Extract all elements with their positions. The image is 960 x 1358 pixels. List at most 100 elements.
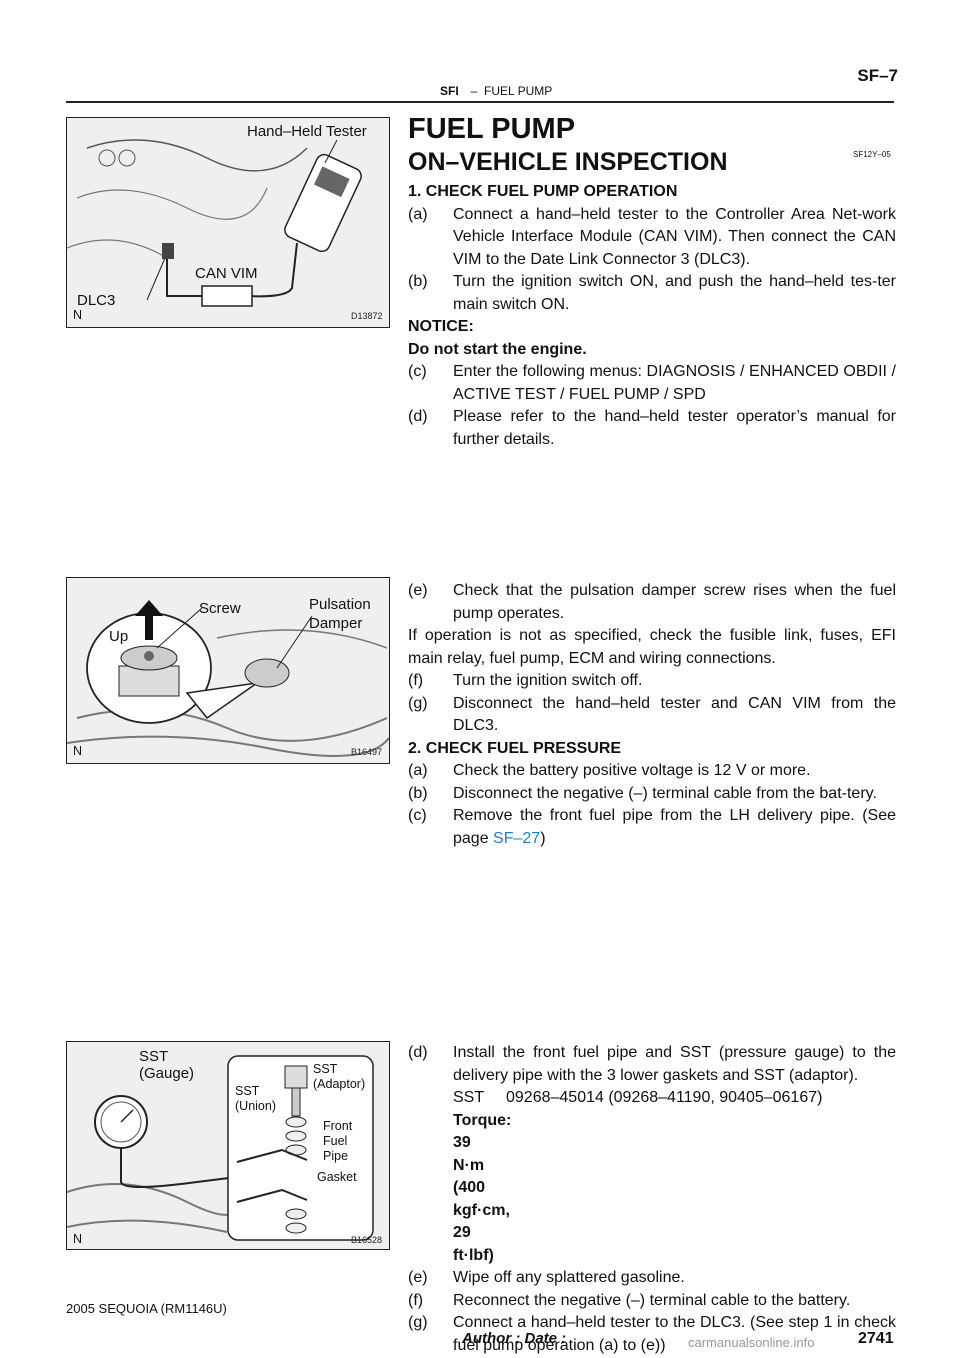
page-id: SF–7 <box>857 66 898 85</box>
item-number: (g) <box>408 694 428 712</box>
page-number: 2741 <box>858 1330 894 1347</box>
step-item: (g) Disconnect the hand–held tester and C… <box>408 693 896 738</box>
figure-pulsation-damper: Screw Pulsation Damper Up N B16497 <box>66 577 390 764</box>
step-item: (c) Remove the front fuel pipe from the L… <box>408 805 896 850</box>
step-item: (f) Turn the ignition switch off. <box>408 670 896 693</box>
item-number: (b) <box>408 273 428 290</box>
note-text: If operation is not as specified, check … <box>408 627 896 667</box>
pulsation-damper-illustration <box>67 578 389 763</box>
header-dash: – <box>470 84 478 98</box>
item-text-main: Remove the front fuel pipe from the LH d… <box>453 807 896 847</box>
torque-text: Torque: 39 N·m (400 kgf·cm, 29 ft·lbf) <box>453 1111 512 1264</box>
label-up: Up <box>109 628 129 645</box>
step-item: (g) Connect a hand–held tester to the DLC… <box>408 1312 896 1357</box>
item-number: (a) <box>408 205 428 223</box>
label-screw: Screw <box>199 600 241 617</box>
author-date-line: Author : Date : <box>462 1330 567 1347</box>
header-topic: FUEL PUMP <box>484 84 553 98</box>
step-item: (d) Please refer to the hand–held tester … <box>408 406 896 451</box>
sst-line: SST 09268–45014 (09268–41190, 90405–06167… <box>408 1087 896 1110</box>
page-title: FUEL PUMP <box>408 113 576 145</box>
item-text: Connect a hand–held tester to the Contro… <box>453 205 896 268</box>
item-text: Check that the pulsation damper screw ri… <box>453 582 896 622</box>
header-rule <box>66 101 894 103</box>
item-text: Check the battery positive voltage is 12… <box>453 762 811 779</box>
sst-value: 09268–45014 (09268–41190, 90405–06167) <box>506 1089 823 1106</box>
label-sst-adaptor-2: (Adaptor) <box>313 1077 366 1091</box>
figure-code: D13872 <box>351 311 383 321</box>
item-number: (b) <box>408 784 428 802</box>
label-can-vim: CAN VIM <box>195 265 258 282</box>
label-gasket: Gasket <box>317 1170 357 1184</box>
figure-code: B16528 <box>351 1235 383 1245</box>
item-number: (c) <box>408 807 427 824</box>
procedure-block-2: (e) Check that the pulsation damper screw… <box>408 580 896 850</box>
label-sst-gauge-2: (Gauge) <box>139 1065 195 1082</box>
step-item: (a) Connect a hand–held tester to the Con… <box>408 204 896 272</box>
label-front: Front <box>323 1119 353 1133</box>
label-n-mark: N <box>73 308 83 322</box>
torque-spec: Torque: 39 N·m (400 kgf·cm, 29 ft·lbf) <box>408 1110 896 1268</box>
item-text: Disconnect the hand–held tester and CAN … <box>453 694 896 735</box>
step-item: (b) Turn the ignition switch ON, and push… <box>408 271 896 316</box>
label-damper: Damper <box>309 615 363 632</box>
watermark: carmanualsonline.info <box>688 1335 815 1350</box>
label-dlc3: DLC3 <box>77 292 116 309</box>
step-item: (b) Disconnect the negative (–) terminal … <box>408 783 896 806</box>
item-number: (d) <box>408 408 428 425</box>
figure-pressure-gauge: SST (Gauge) SST (Union) SST (Adaptor) Fr… <box>66 1041 390 1250</box>
label-pulsation: Pulsation <box>309 596 371 613</box>
item-text: Turn the ignition switch off. <box>453 672 643 689</box>
item-number: (f) <box>408 1291 424 1309</box>
item-number: (e) <box>408 1269 428 1286</box>
item-number: (f) <box>408 672 424 689</box>
footer-model: 2005 SEQUOIA (RM1146U) <box>66 1301 227 1316</box>
item-number: (e) <box>408 582 428 599</box>
step-item: (d) Install the front fuel pipe and SST (… <box>408 1042 896 1087</box>
label-n-mark: N <box>73 1232 83 1246</box>
label-sst-union-1: SST <box>235 1084 260 1098</box>
procedure-block-1: 1. CHECK FUEL PUMP OPERATION (a) Connect … <box>408 181 896 451</box>
item-text: Connect a hand–held tester to the DLC3. … <box>453 1314 896 1354</box>
item-text: Wipe off any splattered gasoline. <box>453 1269 685 1286</box>
item-number: (d) <box>408 1044 428 1061</box>
item-number: (g) <box>408 1314 428 1331</box>
item-number: (c) <box>408 363 427 380</box>
label-n-mark: N <box>73 744 83 758</box>
item-text: Enter the following menus: DIAGNOSIS / E… <box>453 363 896 403</box>
label-pipe: Pipe <box>323 1149 349 1163</box>
notice-heading: NOTICE: <box>408 318 474 335</box>
item-text-end: ) <box>540 829 546 847</box>
label-sst-union-2: (Union) <box>235 1099 276 1113</box>
step-heading: 1. CHECK FUEL PUMP OPERATION <box>408 183 678 200</box>
page-link-sf27[interactable]: SF–27 <box>493 829 541 847</box>
step-item: (a) Check the battery positive voltage is… <box>408 760 896 783</box>
figure-code: B16497 <box>351 747 383 757</box>
step-item: (c) Enter the following menus: DIAGNOSIS … <box>408 361 896 406</box>
sst-label: SST <box>453 1089 485 1106</box>
item-text: Turn the ignition switch ON, and push th… <box>453 273 896 313</box>
tester-connection-illustration <box>67 118 389 327</box>
label-sst-adaptor-1: SST <box>313 1062 338 1076</box>
label-sst-gauge-1: SST <box>139 1048 169 1065</box>
step-item: (f) Reconnect the negative (–) terminal c… <box>408 1290 896 1313</box>
section-code: SF12Y–05 <box>853 150 891 159</box>
step-item: (e) Wipe off any splattered gasoline. <box>408 1267 896 1290</box>
header-section: SFI <box>440 84 459 98</box>
label-hand-held-tester: Hand–Held Tester <box>247 123 367 140</box>
section-title: ON–VEHICLE INSPECTION <box>408 148 728 176</box>
step-heading: 2. CHECK FUEL PRESSURE <box>408 739 622 757</box>
notice-text: Do not start the engine. <box>408 340 587 358</box>
running-header: SFI– FUEL PUMP <box>440 84 552 98</box>
item-text: Remove the front fuel pipe from the LH d… <box>453 805 896 850</box>
item-text: Reconnect the negative (–) terminal cabl… <box>453 1291 851 1309</box>
procedure-block-3: (d) Install the front fuel pipe and SST (… <box>408 1042 896 1357</box>
figure-tester-connection: Hand–Held Tester CAN VIM DLC3 N D13872 <box>66 117 390 328</box>
item-text: Install the front fuel pipe and SST (pre… <box>453 1044 896 1084</box>
item-text: Disconnect the negative (–) terminal cab… <box>453 784 877 802</box>
pressure-gauge-illustration <box>67 1042 389 1249</box>
label-fuel: Fuel <box>323 1134 348 1148</box>
step-item: (e) Check that the pulsation damper screw… <box>408 580 896 625</box>
item-number: (a) <box>408 762 428 779</box>
item-text: Please refer to the hand–held tester ope… <box>453 408 896 448</box>
